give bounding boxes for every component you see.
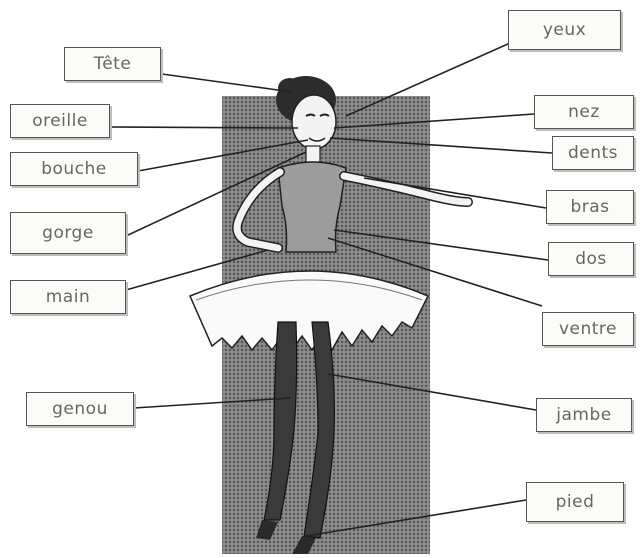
label-jambe: jambe — [536, 398, 632, 432]
label-gorge: gorge — [10, 212, 126, 254]
label-nez: nez — [534, 95, 634, 129]
label-main: main — [10, 280, 126, 314]
line-oreille — [110, 127, 298, 128]
label-dents: dents — [552, 136, 634, 170]
label-genou: genou — [26, 392, 134, 426]
label-ventre: ventre — [542, 312, 634, 346]
label-tete: Tête — [64, 47, 161, 81]
label-yeux: yeux — [508, 10, 621, 50]
label-oreille: oreille — [10, 104, 110, 138]
label-bras: bras — [546, 190, 634, 224]
label-bouche: bouche — [10, 152, 138, 186]
label-pied: pied — [526, 482, 624, 522]
label-dos: dos — [548, 242, 634, 276]
line-tete — [162, 74, 292, 92]
